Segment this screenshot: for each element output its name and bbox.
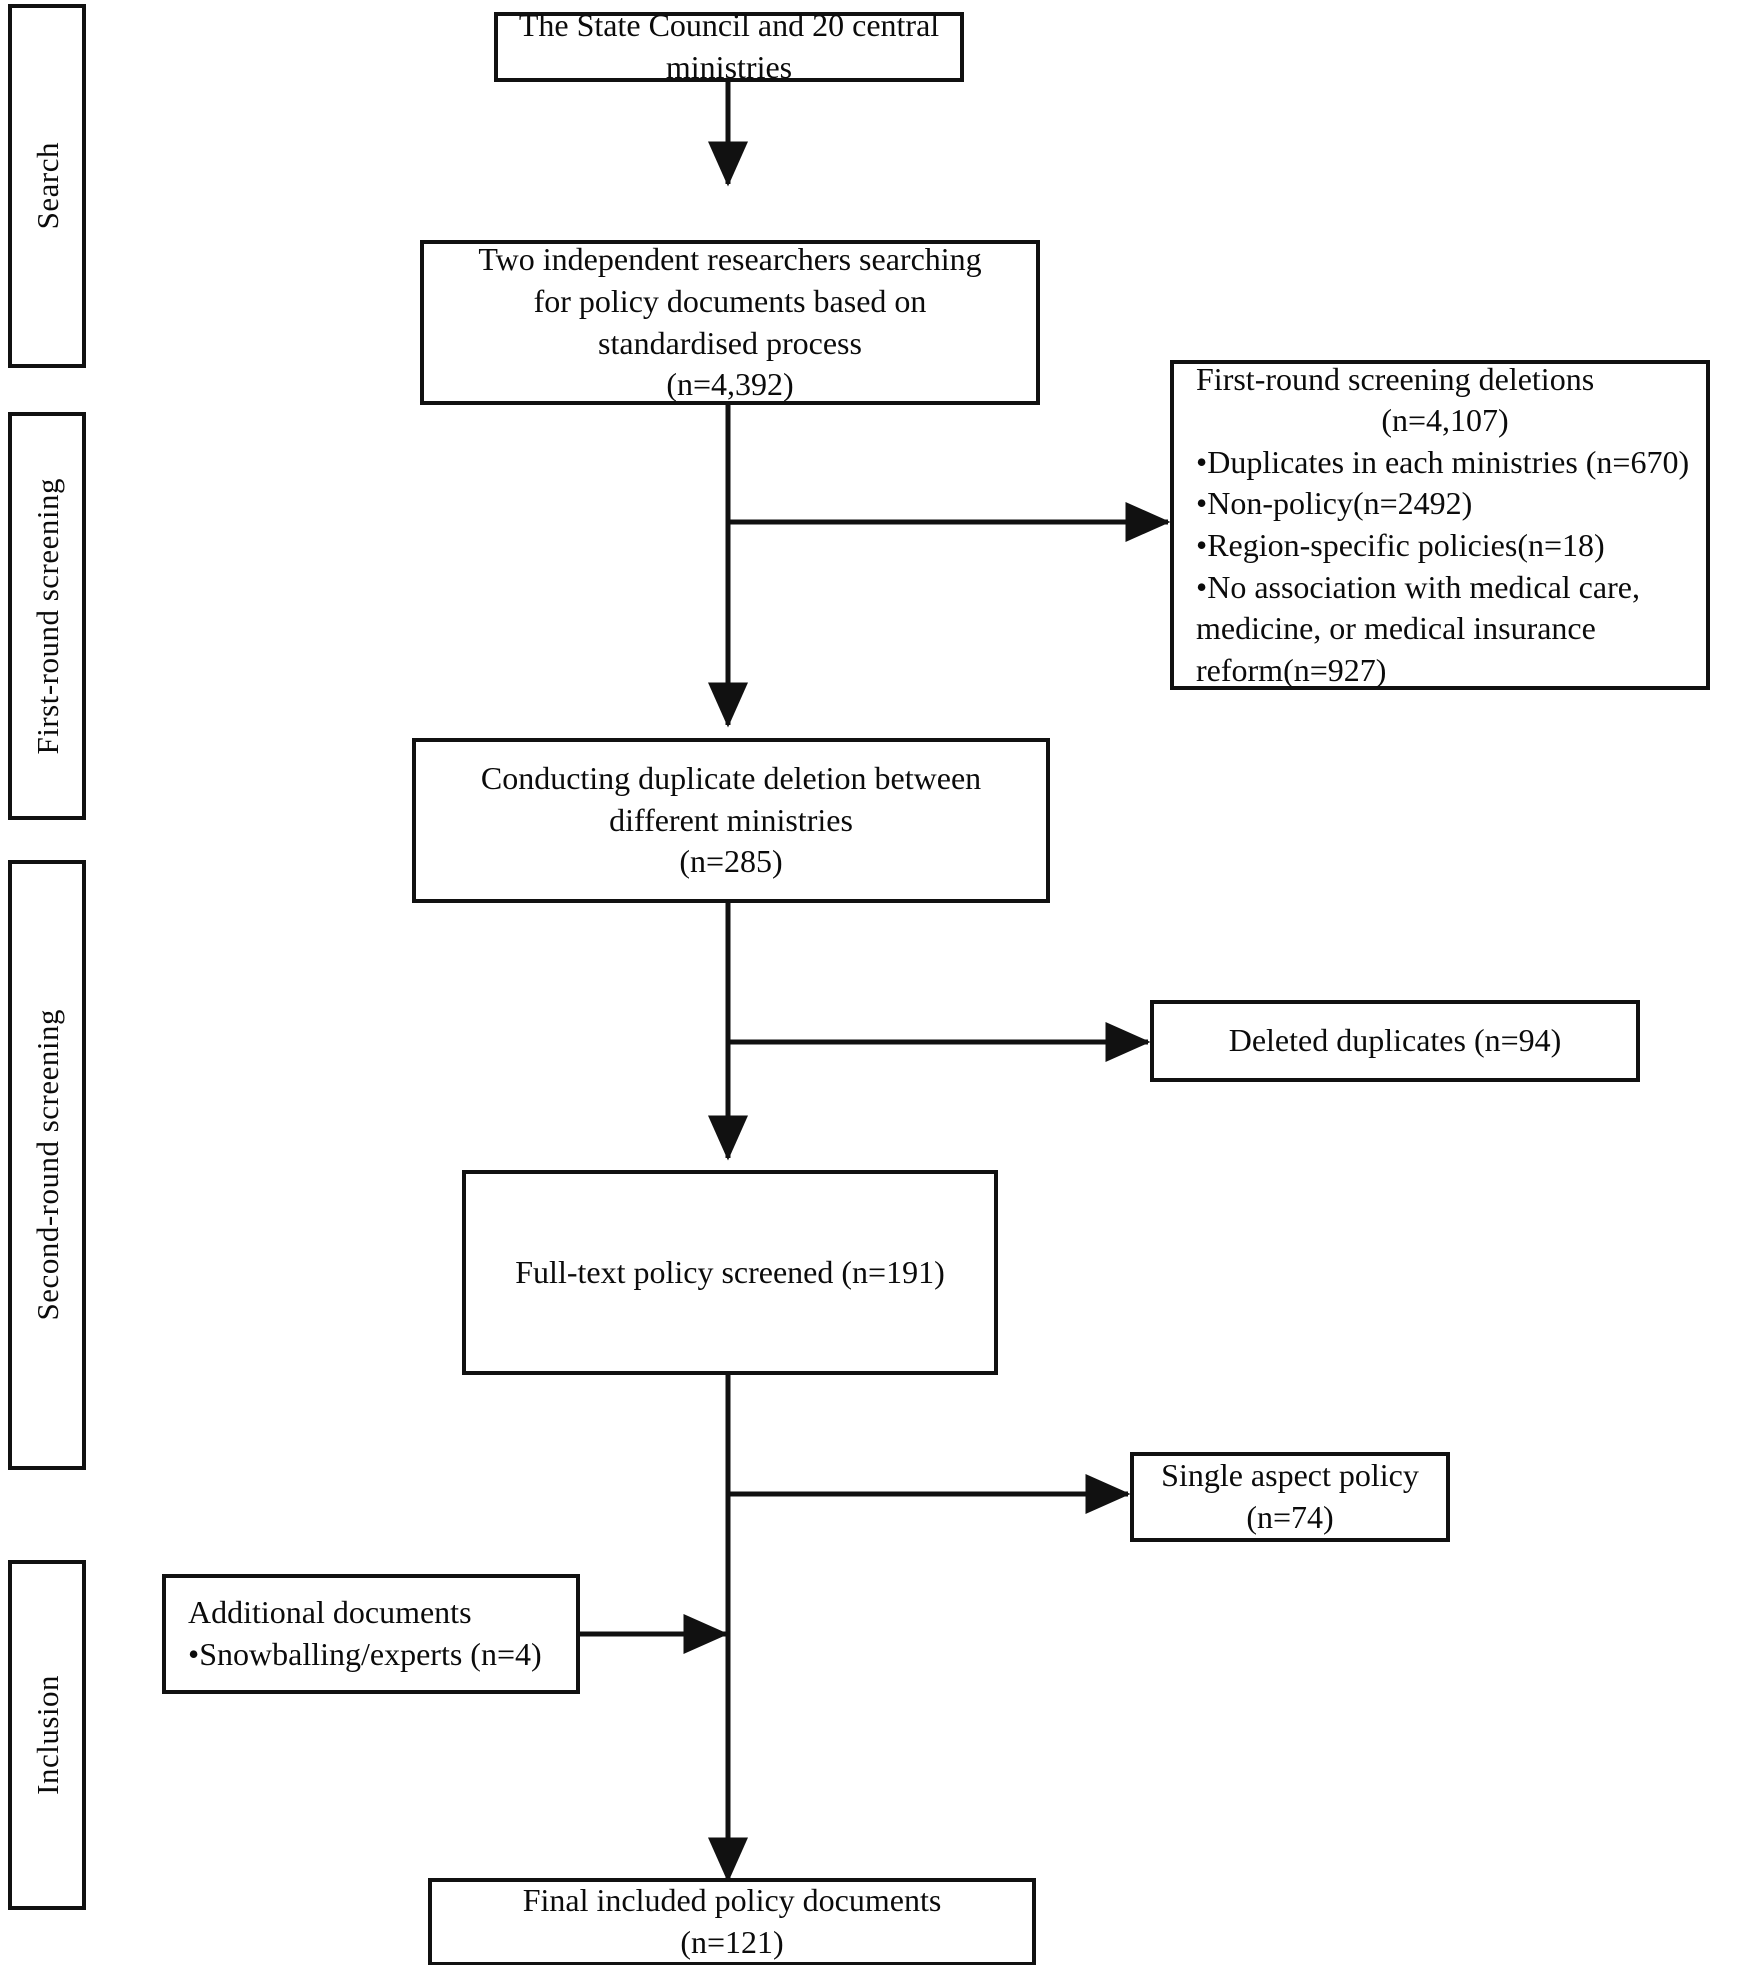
node-first-round-deletions-bullet-4-cont-1: medicine, or medical insurance xyxy=(1196,610,1596,647)
node-duplicate-deletion-line-2: different ministries xyxy=(609,801,853,838)
node-searching-line-3: standardised process xyxy=(598,324,862,361)
node-full-text-screened-text: Full-text policy screened (n=191) xyxy=(515,1253,945,1290)
stage-label-inclusion: Inclusion xyxy=(8,1560,86,1910)
node-first-round-deletions-bullet-2: •Non-policy(n=2492) xyxy=(1196,485,1473,522)
stage-label-first-round-screening-text: First-round screening xyxy=(29,477,65,755)
node-additional-documents-line-2: •Snowballing/experts (n=4) xyxy=(188,1636,542,1672)
node-source: The State Council and 20 central ministr… xyxy=(494,7,964,85)
node-additional-documents: Additional documents •Snowballing/expert… xyxy=(162,1574,580,1694)
stage-label-second-round-screening: Second-round screening xyxy=(8,860,86,1470)
node-duplicate-deletion-count: (n=285) xyxy=(679,843,783,880)
node-source-line-2: ministries xyxy=(665,49,793,85)
node-deleted-duplicates-text: Deleted duplicates (n=94) xyxy=(1228,1022,1562,1059)
node-single-aspect-policy: Single aspect policy (n=74) xyxy=(1130,1452,1450,1542)
node-searching: Two independent researchers searching fo… xyxy=(420,240,1040,405)
node-deleted-duplicates: Deleted duplicates (n=94) xyxy=(1150,1000,1640,1082)
node-additional-documents-line-1: Additional documents xyxy=(188,1594,472,1631)
node-final-included: Final included policy documents (n=121) xyxy=(428,1878,1036,1965)
stage-label-inclusion-text: Inclusion xyxy=(29,1675,65,1795)
node-first-round-deletions-heading: First-round screening deletions xyxy=(1196,360,1595,397)
node-first-round-deletions-bullet-3: •Region-specific policies(n=18) xyxy=(1196,527,1605,563)
node-full-text-screened: Full-text policy screened (n=191) xyxy=(462,1170,998,1375)
node-single-aspect-policy-line-1: Single aspect policy xyxy=(1161,1457,1419,1494)
node-final-included-count: (n=121) xyxy=(680,1924,784,1960)
node-first-round-deletions-bullet-1: •Duplicates in each ministries (n=670) xyxy=(1196,443,1690,480)
stage-label-second-round-screening-text: Second-round screening xyxy=(29,1009,65,1321)
node-first-round-deletions: First-round screening deletions (n=4,107… xyxy=(1170,360,1710,690)
node-first-round-deletions-bullet-4-cont-2: reform(n=927) xyxy=(1196,651,1387,688)
node-final-included-line-1: Final included policy documents xyxy=(522,1882,942,1919)
stage-label-search-text: Search xyxy=(29,142,65,230)
node-single-aspect-policy-count: (n=74) xyxy=(1246,1499,1334,1535)
node-duplicate-deletion: Conducting duplicate deletion between di… xyxy=(412,738,1050,903)
stage-label-first-round-screening: First-round screening xyxy=(8,412,86,820)
node-source-line-1: The State Council and 20 central xyxy=(518,7,940,44)
node-searching-count: (n=4,392) xyxy=(666,366,794,403)
node-searching-line-2: for policy documents based on xyxy=(533,282,927,319)
node-searching-line-1: Two independent researchers searching xyxy=(478,241,982,278)
node-first-round-deletions-bullet-4: •No association with medical care, xyxy=(1196,568,1640,605)
stage-label-search: Search xyxy=(8,4,86,368)
node-first-round-deletions-count: (n=4,107) xyxy=(1381,402,1509,439)
node-duplicate-deletion-line-1: Conducting duplicate deletion between xyxy=(480,760,982,797)
